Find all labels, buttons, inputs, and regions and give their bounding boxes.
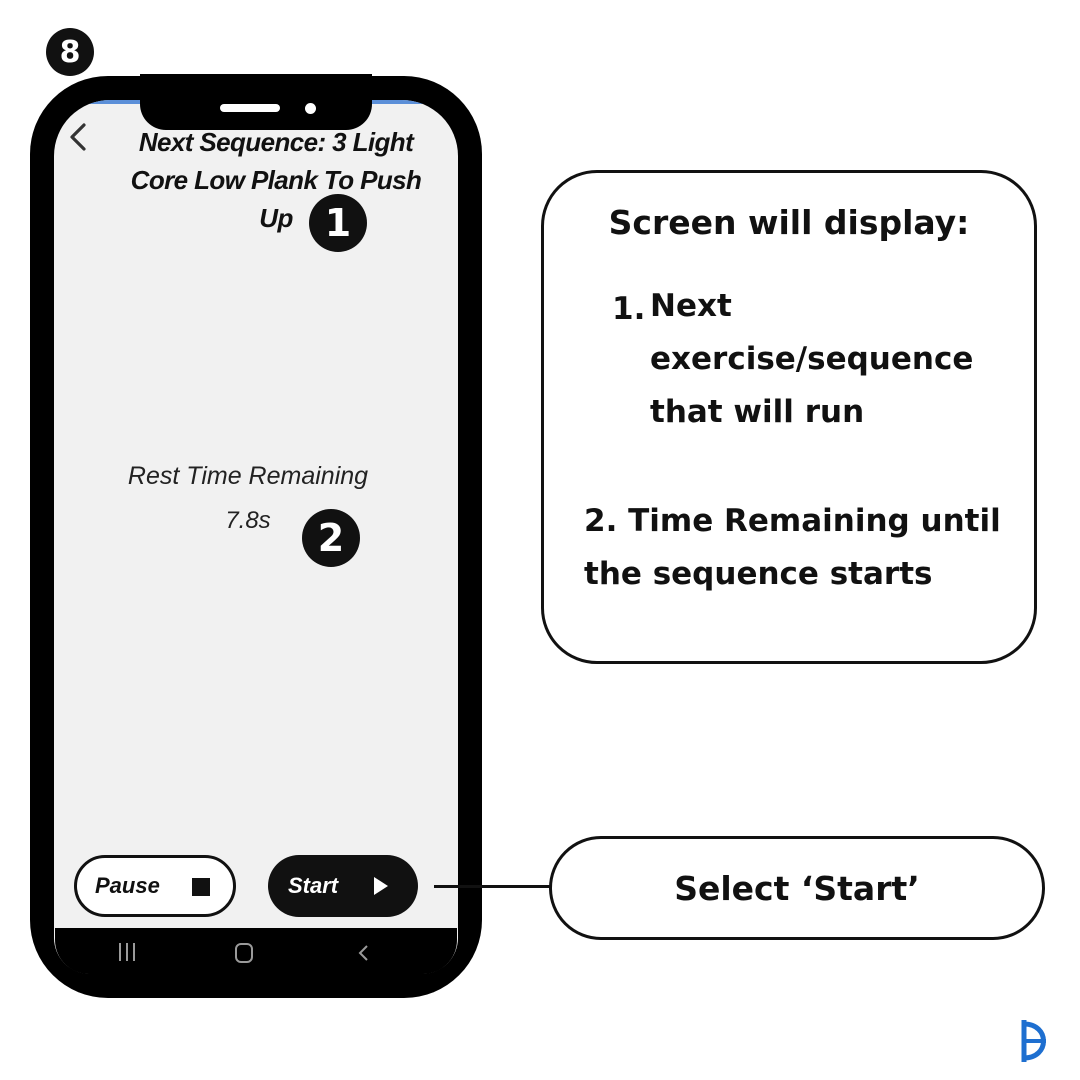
info-callout-box: Screen will display: 1. Next exercise/se… (541, 170, 1037, 664)
pause-button-label: Pause (95, 873, 160, 898)
recents-icon[interactable] (119, 943, 135, 961)
android-nav-bar (55, 928, 457, 974)
back-icon[interactable] (357, 944, 369, 962)
next-sequence-title: Next Sequence: 3 Light Core Low Plank To… (130, 127, 422, 233)
play-icon (374, 877, 388, 895)
brand-logo-icon (1021, 1020, 1046, 1062)
stop-square-icon (192, 878, 210, 896)
speaker-icon (220, 104, 280, 112)
phone-notch (140, 74, 372, 130)
start-button[interactable]: Start (268, 855, 418, 917)
phone-screen (54, 100, 458, 974)
step-number-badge: 8 (46, 28, 94, 76)
phone-frame (30, 76, 482, 998)
list-item-1-number: 1. (612, 291, 646, 327)
start-button-label: Start (288, 873, 339, 898)
camera-icon (305, 103, 316, 114)
callout-badge-1: 1 (309, 194, 367, 252)
callout-badge-2: 2 (302, 509, 360, 567)
pause-button[interactable]: Pause (74, 855, 236, 917)
list-item-1-text: Next exercise/sequence that will run (650, 288, 974, 430)
connector-line (434, 885, 551, 888)
info-box-title: Screen will display: (608, 203, 970, 242)
select-start-instruction: Select ‘Start’ (549, 836, 1045, 940)
list-item-2-text: 2. Time Remaining until the sequence sta… (584, 503, 1001, 592)
chevron-left-icon[interactable] (66, 122, 90, 152)
home-icon[interactable] (235, 943, 253, 963)
rest-time-value: 7.8s (225, 507, 271, 534)
rest-time-label: Rest Time Remaining (127, 462, 369, 490)
